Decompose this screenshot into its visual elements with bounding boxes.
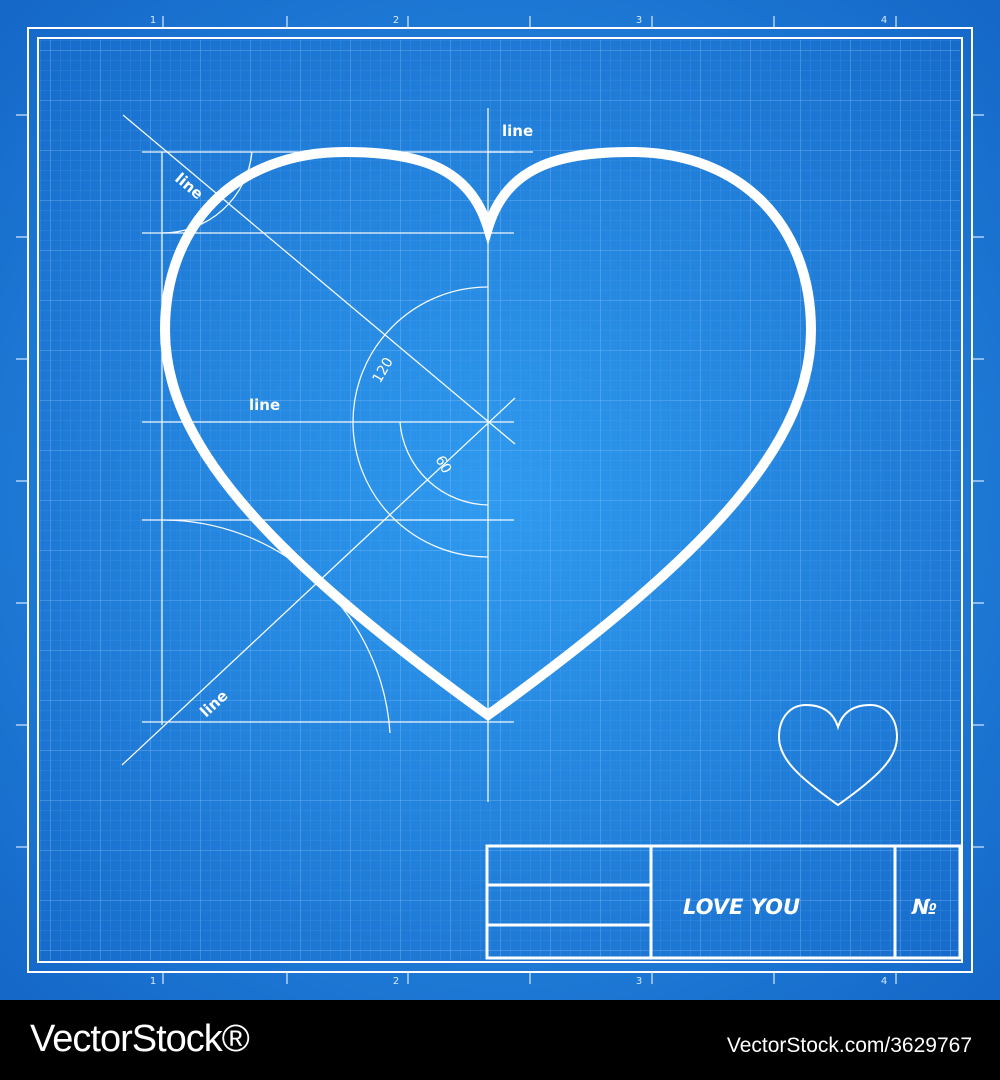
title-block-title: LOVE YOU [683,895,800,919]
ruler-top-mark: 4 [881,15,887,26]
image-id: VectorStock.com/3629767 [726,1034,972,1057]
ruler-bottom-mark: 1 [150,976,156,987]
blueprint-frame [27,27,973,973]
ruler-bottom-mark: 3 [636,976,642,987]
ruler-bottom-mark: 2 [393,976,399,987]
angle-label-inner: 60 [432,453,455,476]
ruler-top-mark: 2 [393,15,399,26]
title-block [485,844,962,960]
brand-logo: VectorStock® [30,1018,250,1060]
ruler-bottom-mark: 4 [881,976,887,987]
blueprint-canvas: 1 2 3 4 1 2 3 4 line line line line [0,0,1000,1000]
construction-label-middle: line [249,396,280,414]
heart-icon [777,703,899,807]
construction-label-top: line [502,122,533,140]
title-block-number-label: № [911,895,937,919]
ruler-top-mark: 1 [150,15,156,26]
ruler-ticks [16,16,984,984]
watermark-footer: VectorStock® VectorStock.com/3629767 [0,1000,1000,1080]
ruler-top-mark: 3 [636,15,642,26]
heart-outline [159,146,817,722]
